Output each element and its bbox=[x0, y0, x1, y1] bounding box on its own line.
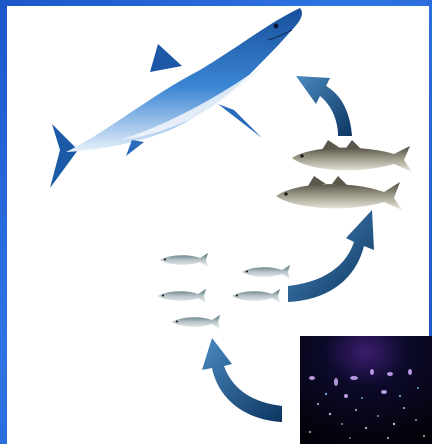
arrow-plankton-to-sardines bbox=[202, 338, 282, 422]
sardine-icon bbox=[158, 253, 290, 329]
cod-icon bbox=[276, 140, 412, 210]
arrow-sardines-to-cod bbox=[288, 210, 374, 302]
mako-shark-icon bbox=[50, 8, 302, 188]
plankton-icon bbox=[300, 336, 432, 444]
arrow-cod-to-shark bbox=[296, 76, 352, 136]
